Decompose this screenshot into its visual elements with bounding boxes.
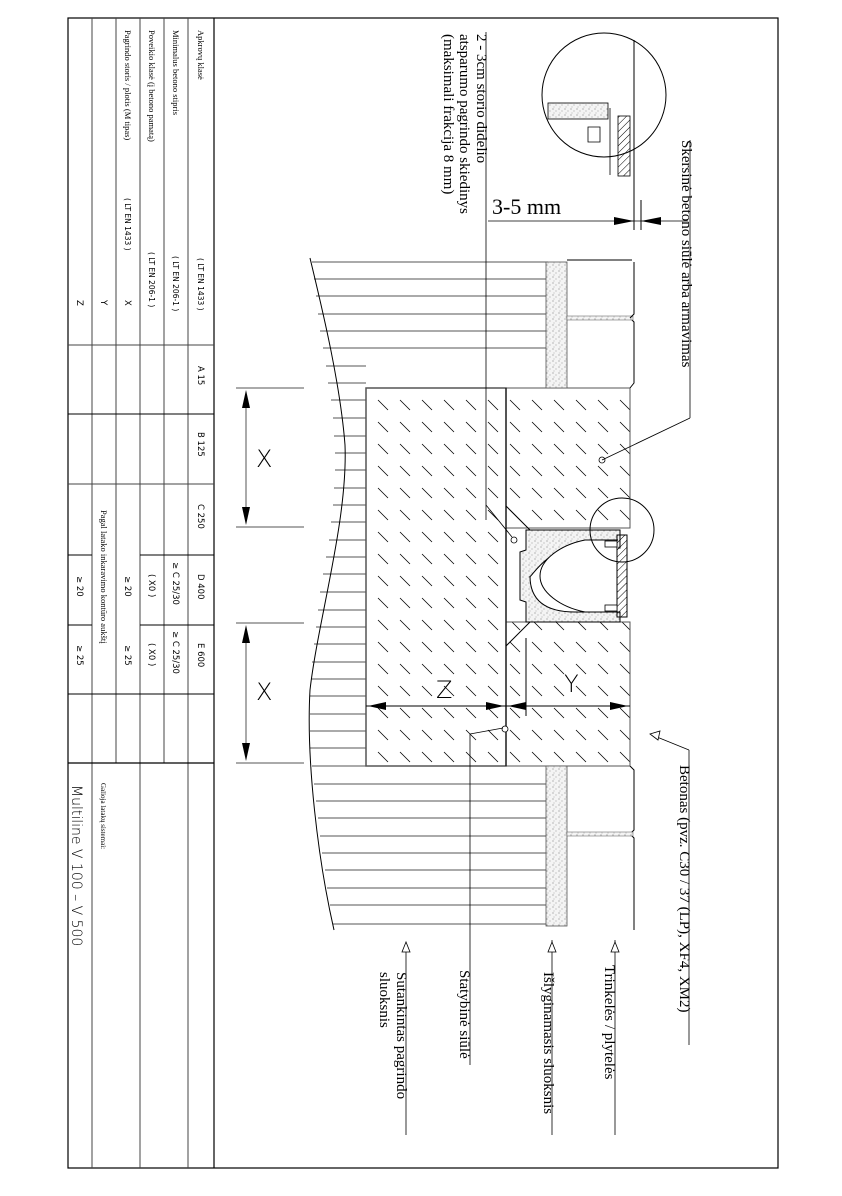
detail-circle-small bbox=[589, 497, 655, 563]
paver-top-1 bbox=[567, 259, 635, 389]
concrete-haunch-bottom bbox=[505, 621, 631, 767]
label-construction-joint: Statybinė siūlė bbox=[456, 970, 472, 1059]
construction-joint-marker bbox=[501, 725, 509, 733]
label-concrete: Betonas (pvz. C30 / 37 (LP), XF4, XM2) bbox=[676, 765, 692, 1013]
exposure-e600: ( X0 ) bbox=[146, 643, 156, 666]
load-class-c250: C 250 bbox=[195, 504, 205, 529]
svg-text:X: X bbox=[256, 445, 272, 473]
load-class-e600: E 600 bbox=[195, 643, 205, 667]
systems-label: Galioja latakų sistemai: bbox=[99, 783, 107, 849]
note-bedding-line2: atsparumo pagrindo skiedinys bbox=[456, 34, 472, 214]
exposure-d400: ( X0 ) bbox=[146, 574, 156, 597]
grating-seat-top bbox=[604, 540, 618, 548]
dimension-x-bottom: X bbox=[236, 622, 304, 764]
paver-joint-top bbox=[566, 315, 634, 321]
load-class-d400: D 400 bbox=[195, 574, 205, 599]
dimension-z: Z bbox=[366, 676, 506, 710]
paver-joint-bottom bbox=[566, 831, 634, 837]
row-std-thickness: ( LT EN 1433 ) bbox=[123, 198, 132, 251]
note-bedding-line1: 2 - 3cm storio didelio bbox=[473, 34, 489, 163]
x-value-e600: ≥ 25 bbox=[122, 645, 132, 666]
leveling-layer-bottom bbox=[545, 765, 568, 927]
load-class-b125: B 125 bbox=[195, 432, 205, 457]
row-symbol-z: Z bbox=[74, 300, 84, 306]
subbase-layer bbox=[310, 261, 548, 925]
spec-table: Apkrovų klasė ( LT EN 1433 ) Minimalus b… bbox=[68, 18, 215, 1168]
row-std-min-concrete: ( LT EN 206-1 ) bbox=[171, 256, 180, 311]
leveling-layer-top bbox=[545, 261, 568, 389]
note-bedding-line3: (maksimali frakcija 8 mm) bbox=[440, 34, 456, 194]
label-pavers: Trinkelės / plytelės bbox=[601, 965, 617, 1080]
label-leveling-layer: Išlyginamasis sluoksnis bbox=[540, 972, 556, 1114]
row-label-min-concrete: Minimalus betono stipris bbox=[171, 30, 181, 115]
sheet-border bbox=[67, 17, 779, 1169]
subbase-boundary-curve bbox=[308, 257, 346, 931]
z-value-d400: ≥ 20 bbox=[74, 576, 84, 597]
row-std-load-class: ( LT EN 1433 ) bbox=[196, 258, 205, 311]
svg-text:Y: Y bbox=[564, 670, 579, 698]
svg-text:X: X bbox=[256, 678, 272, 706]
grating-seat-bottom bbox=[604, 604, 618, 612]
row-symbol-x: X bbox=[122, 300, 132, 306]
drainage-channel-inner bbox=[539, 539, 618, 613]
detail-magnified bbox=[541, 32, 667, 230]
paver-bottom-edges bbox=[629, 765, 635, 930]
concrete-haunch-top bbox=[505, 387, 631, 529]
dimension-y: Y bbox=[506, 638, 630, 716]
label-subbase-line2: sluoksnis bbox=[376, 972, 392, 1028]
min-concrete-d400: ≥ C 25/30 bbox=[170, 562, 180, 605]
paver-top-edge bbox=[629, 262, 635, 319]
gap-dimension-label: 3-5 mm bbox=[492, 194, 561, 219]
label-subbase-line1: Sutankintas pagrindo bbox=[393, 972, 409, 1099]
z-value-e600: ≥ 25 bbox=[74, 645, 84, 666]
min-concrete-e600: ≥ C 25/30 bbox=[170, 631, 180, 674]
row-std-exposure: ( LT EN 206-1 ) bbox=[147, 252, 156, 307]
systems-value: Multiline V 100 – V 500 bbox=[68, 785, 84, 946]
concrete-foundation bbox=[365, 387, 507, 767]
y-merged-note: Pagal latako inkaravimo kontūro aukštį bbox=[99, 510, 109, 644]
row-symbol-y: Y bbox=[98, 299, 108, 306]
row-label-exposure: Poveikio klasė (į betono pamatą) bbox=[147, 30, 157, 142]
svg-text:Z: Z bbox=[436, 676, 452, 704]
row-label-thickness: Pagrindo storis / plotis (M tipas) bbox=[123, 30, 133, 140]
dimension-x-top: X bbox=[236, 387, 304, 528]
label-transverse-joint: Skersinė betono siūlė arba armavimas bbox=[678, 140, 694, 368]
row-label-load-class: Apkrovų klasė bbox=[196, 30, 206, 80]
x-value-d400: ≥ 20 bbox=[122, 576, 132, 597]
load-class-a15: A 15 bbox=[195, 366, 205, 385]
cross-section-drawing: 3-5 mm 2 - 3cm storio didelio atsparumo … bbox=[236, 32, 694, 1135]
bedding-marker bbox=[510, 536, 518, 544]
grating bbox=[616, 534, 628, 618]
